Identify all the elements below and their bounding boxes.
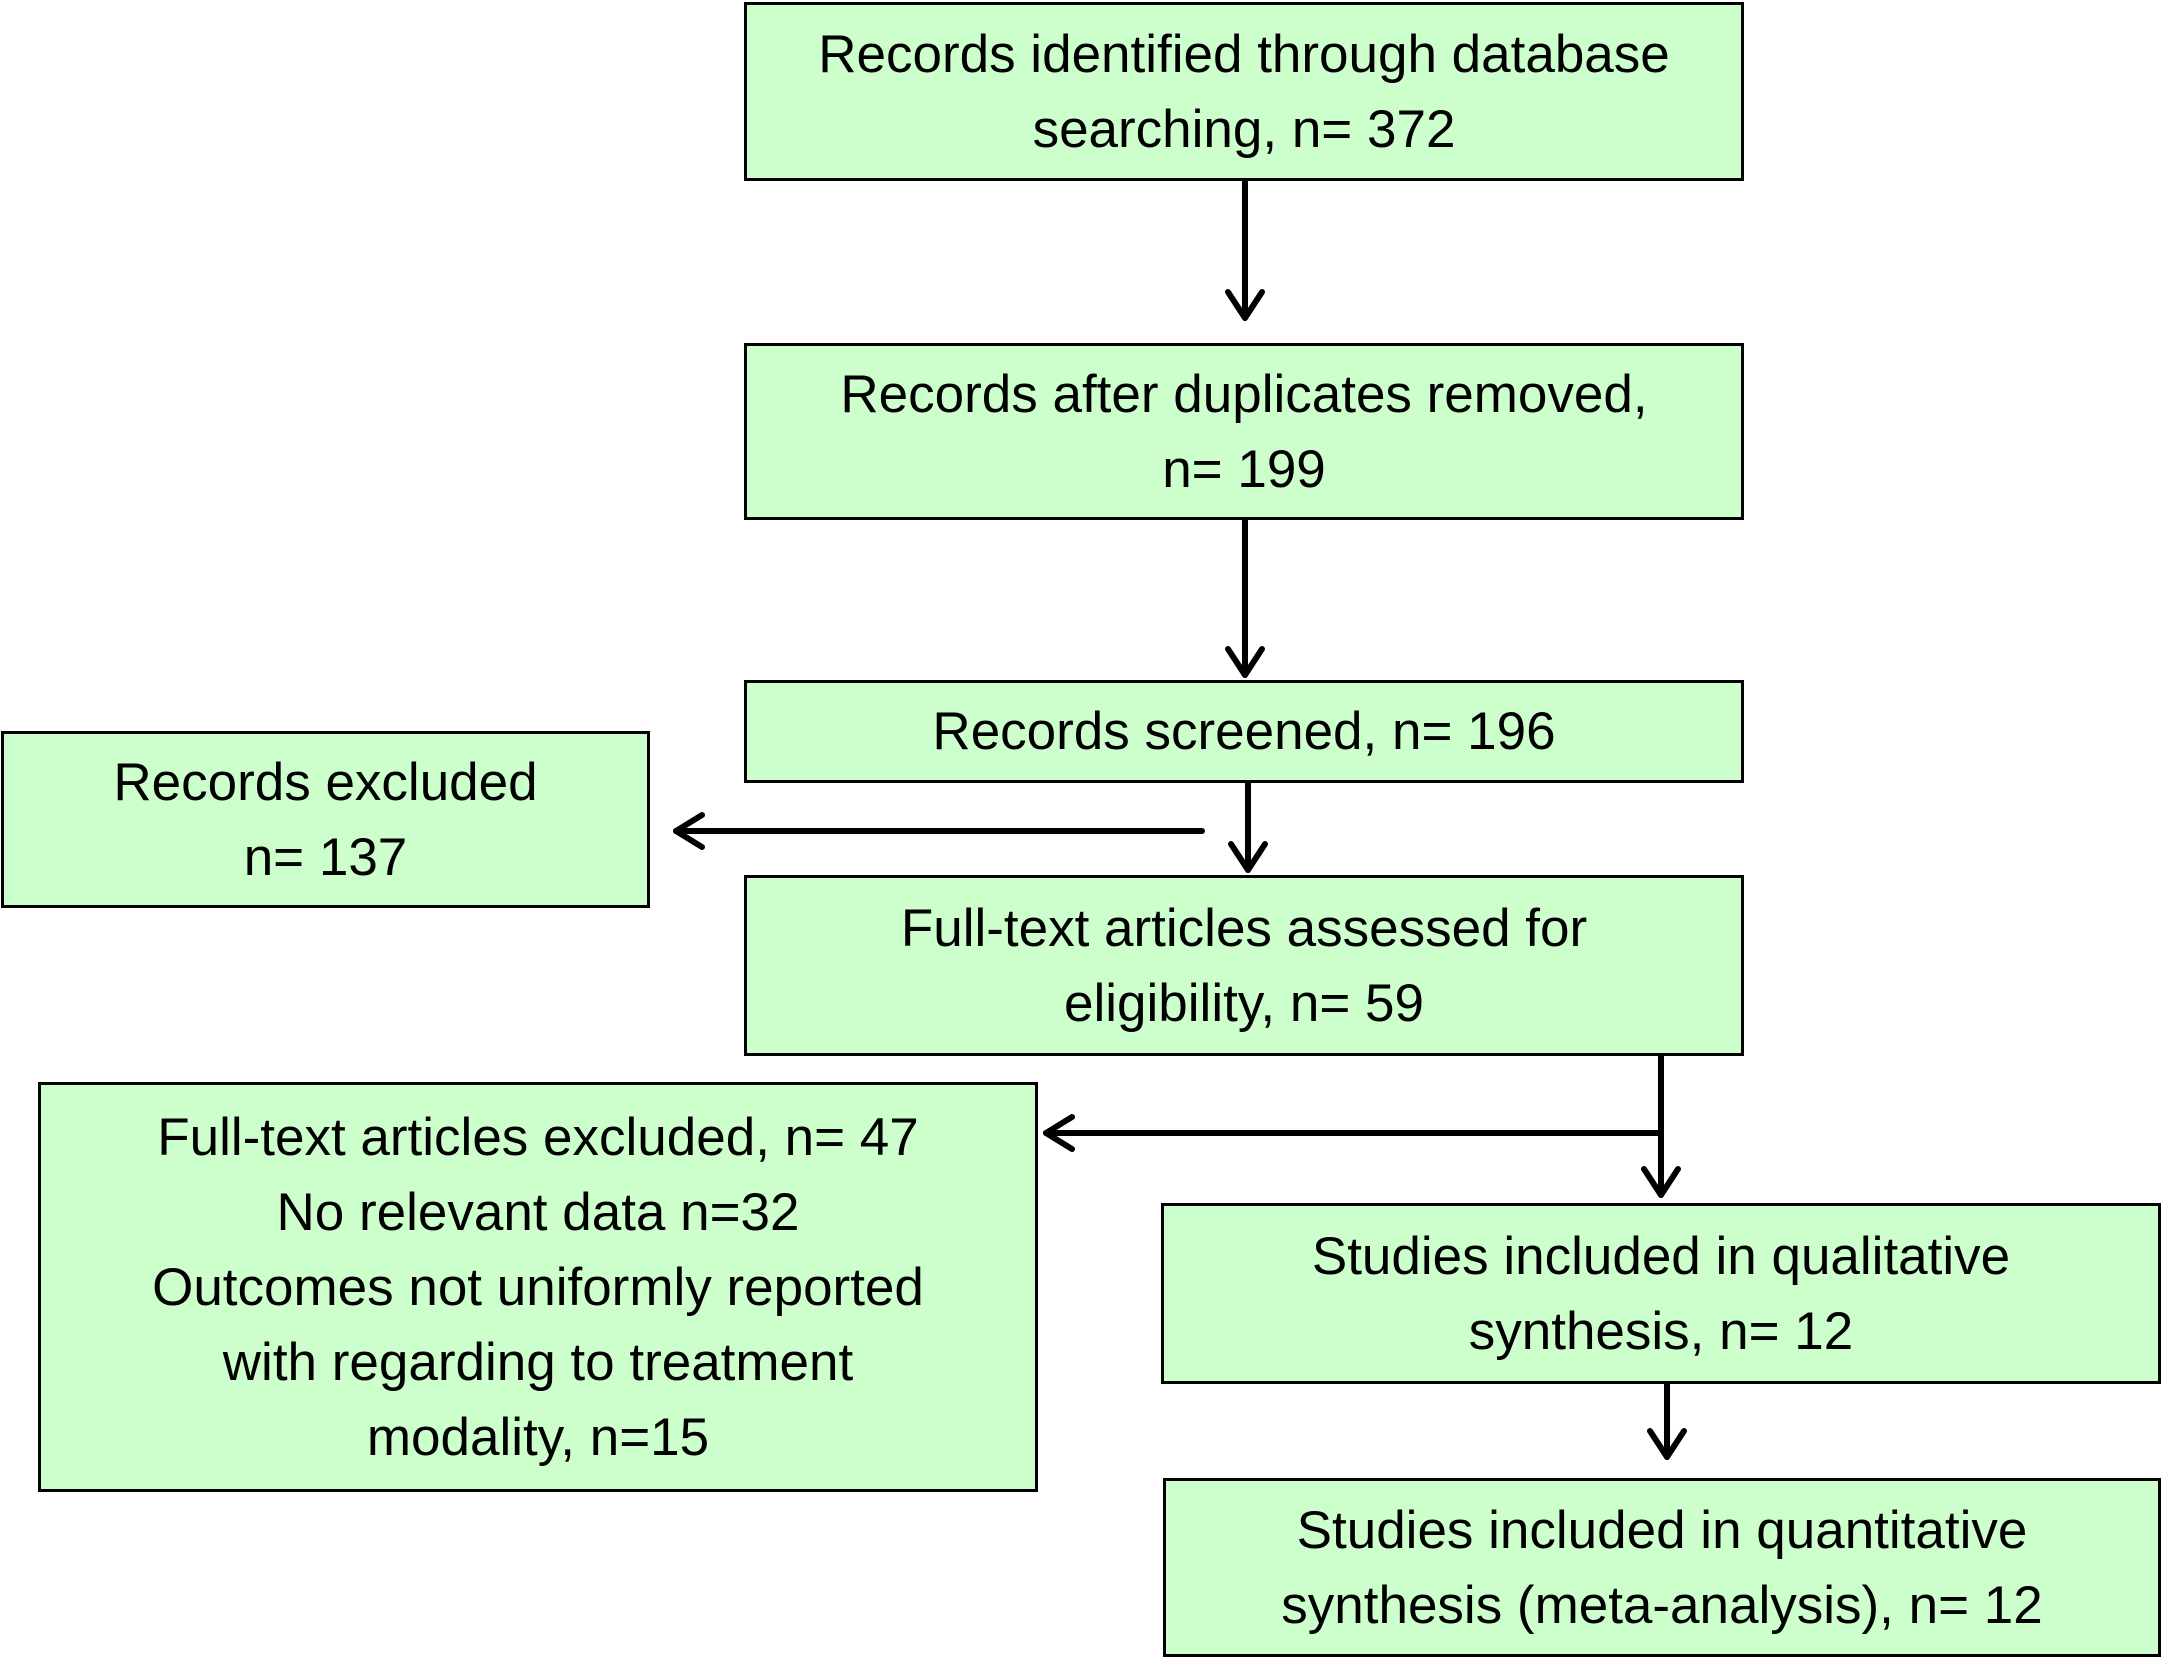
box-text-line: eligibility, n= 59 (1064, 973, 1424, 1033)
full-text-excluded-box: Full-text articles excluded, n= 47 No re… (38, 1082, 1038, 1492)
box-text-line: synthesis, n= 12 (1468, 1301, 1854, 1361)
box-text-line: Full-text articles excluded, n= 47 (157, 1107, 919, 1167)
box-text-line: Records screened, n= 196 (932, 702, 1556, 761)
arrow-to-records-excluded (673, 812, 1205, 850)
quantitative-synthesis-box: Studies included in quantitative synthes… (1163, 1478, 2161, 1657)
box-text-line: Outcomes not uniformly reported (152, 1257, 924, 1317)
box-text-line: modality, n=15 (366, 1407, 710, 1467)
box-text-line: synthesis (meta-analysis), n= 12 (1281, 1575, 2043, 1635)
box-text-line: Studies included in quantitative (1296, 1500, 2028, 1560)
box-text-line: No relevant data n=32 (276, 1182, 800, 1242)
box-text-line: Full-text articles assessed for (900, 898, 1588, 958)
records-screened-box: Records screened, n= 196 (744, 680, 1744, 783)
records-excluded-box: Records excluded n= 137 (1, 731, 650, 908)
arrow-dedup-to-screened (1225, 517, 1265, 678)
arrow-screened-to-fulltext (1228, 780, 1268, 873)
arrow-identified-to-dedup (1225, 178, 1265, 321)
box-text-line: n= 199 (1162, 439, 1326, 499)
qualitative-synthesis-box: Studies included in qualitative synthesi… (1161, 1203, 2161, 1384)
box-text-line: searching, n= 372 (1032, 99, 1456, 159)
box-text-line: Studies included in qualitative (1311, 1226, 2011, 1286)
arrow-fulltext-to-qualitative (1641, 1053, 1681, 1198)
box-text-line: Records identified through database (818, 24, 1670, 84)
duplicates-removed-box: Records after duplicates removed, n= 199 (744, 343, 1744, 520)
arrow-to-fulltext-excluded (1043, 1114, 1664, 1152)
box-text-line: Records after duplicates removed, (840, 364, 1648, 424)
records-identified-box: Records identified through database sear… (744, 2, 1744, 181)
full-text-assessed-box: Full-text articles assessed for eligibil… (744, 875, 1744, 1056)
box-text-line: n= 137 (243, 827, 408, 887)
box-text-line: Records excluded (113, 752, 538, 812)
box-text-line: with regarding to treatment (222, 1332, 854, 1392)
arrow-qualitative-to-quantitative (1647, 1381, 1687, 1460)
